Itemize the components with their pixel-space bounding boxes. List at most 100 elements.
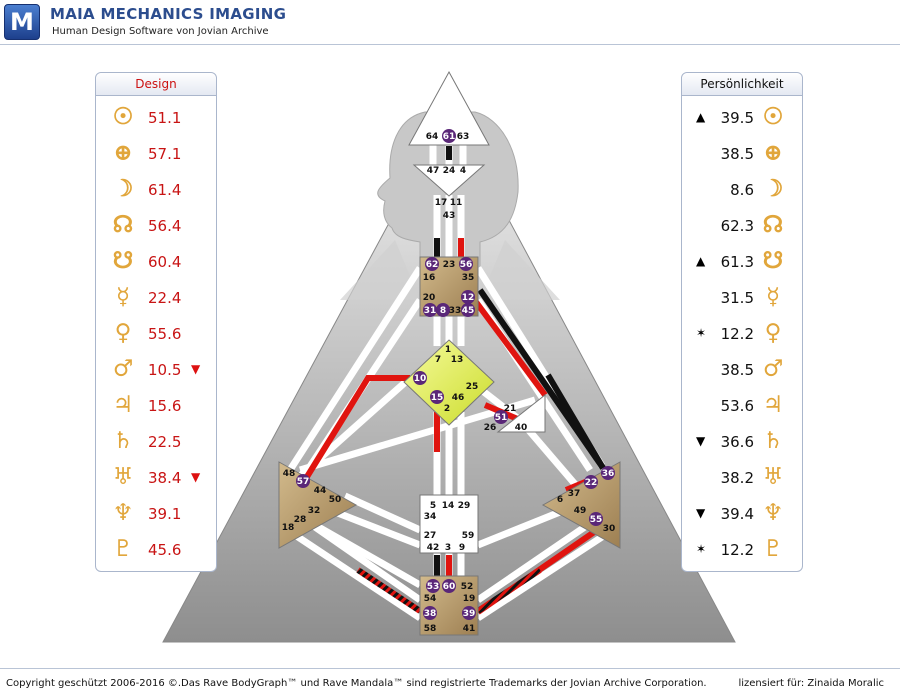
gate-64: 64: [426, 132, 439, 142]
personality-value: 38.2: [720, 469, 754, 487]
personality-value: 38.5: [720, 361, 754, 379]
gate-55-marker: [589, 512, 603, 526]
gate-8: 8: [440, 306, 446, 316]
gate-62-marker: [425, 257, 439, 271]
gate-55: 55: [590, 515, 603, 525]
design-value: 55.6: [148, 325, 182, 343]
head-center: [408, 70, 490, 146]
gate-27: 27: [424, 531, 437, 541]
design-row: ♂10.5▼: [96, 352, 216, 386]
design-row: ☊56.4: [96, 208, 216, 242]
gate-5: 5: [430, 501, 436, 511]
design-row: ♅38.4▼: [96, 460, 216, 494]
personality-row: ♅38.2: [682, 460, 802, 494]
personality-row: ☊ 62.3: [682, 208, 802, 242]
gate-42: 42: [427, 543, 440, 553]
personality-mark: ▲: [696, 110, 706, 124]
earth-icon: ⊕: [113, 139, 133, 166]
gate-15: 15: [431, 393, 444, 403]
gate-61-marker: [442, 129, 456, 143]
gate-23: 23: [443, 260, 456, 270]
gate-34: 34: [424, 512, 437, 522]
gate-31: 31: [424, 306, 437, 316]
pluto-icon: ♇: [762, 535, 784, 562]
north-node-icon: ☊: [762, 211, 784, 238]
earth-icon: ⊕: [763, 139, 783, 166]
gate-45-marker: [461, 303, 475, 317]
gate-8-marker: [436, 303, 450, 317]
gate-60: 60: [443, 582, 456, 592]
gate-57-marker: [296, 474, 310, 488]
gate-38-marker: [423, 606, 437, 620]
gate-18: 18: [282, 523, 295, 533]
gate-3: 3: [445, 543, 451, 553]
gate-38: 38: [424, 609, 437, 619]
design-value: 39.1: [148, 505, 182, 523]
gate-45: 45: [462, 306, 475, 316]
gate-48: 48: [283, 469, 296, 479]
gate-50: 50: [329, 495, 342, 505]
gate-13: 13: [451, 355, 464, 365]
personality-value: 31.5: [720, 289, 754, 307]
saturn-icon: ♄: [762, 427, 784, 454]
footer-divider: [0, 668, 900, 669]
sacral-center: [419, 494, 479, 554]
gate-7: 7: [435, 355, 441, 365]
gate-1: 1: [445, 345, 451, 355]
gate-49: 49: [574, 506, 587, 516]
gate-16: 16: [423, 273, 436, 283]
personality-value: 8.6: [730, 181, 754, 199]
personality-row: ☽8.6: [682, 172, 802, 206]
gate-58: 58: [424, 624, 437, 634]
gate-60-marker: [442, 579, 456, 593]
personality-row: ♆39.4▼: [682, 496, 802, 530]
personality-row: ☉39.5▲: [682, 100, 802, 134]
gate-53-marker: [426, 579, 440, 593]
gate-54: 54: [424, 594, 437, 604]
gate-36-marker: [601, 466, 615, 480]
design-value: 61.4: [148, 181, 182, 199]
ajna-center: [412, 164, 486, 197]
design-panel-title: Design: [96, 73, 216, 96]
gate-29: 29: [458, 501, 471, 511]
personality-panel-title: Persönlichkeit: [682, 73, 802, 96]
striped-channel-right: [476, 567, 542, 614]
gate-59: 59: [462, 531, 475, 541]
neptune-icon: ♆: [112, 499, 134, 526]
south-node-icon: ☋: [112, 247, 134, 274]
design-panel: Design ☉51.1⊕57.1☽61.4☊56.4☋60.4☿22.4♀55…: [95, 72, 217, 572]
design-row: ♄22.5: [96, 424, 216, 458]
gate-11: 11: [450, 198, 463, 208]
gate-40: 40: [515, 423, 528, 433]
design-value: 45.6: [148, 541, 182, 559]
design-row: ☿22.4: [96, 280, 216, 314]
jupiter-icon: ♃: [762, 391, 784, 418]
gate-32: 32: [308, 506, 321, 516]
copyright-text: Copyright geschützt 2006-2016 ©.Das Rave…: [6, 678, 707, 689]
south-node-icon: ☋: [762, 247, 784, 274]
app-header: M MAIA MECHANICS IMAGING Human Design So…: [0, 0, 900, 45]
striped-channel-left: [356, 567, 422, 614]
gate-47: 47: [427, 166, 440, 176]
channels: [287, 145, 607, 621]
gate-56-marker: [459, 257, 473, 271]
gate-4: 4: [460, 166, 466, 176]
moon-icon: ☽: [112, 175, 134, 202]
mercury-icon: ☿: [765, 283, 781, 310]
gate-36: 36: [602, 469, 615, 479]
gate-24: 24: [443, 166, 456, 176]
design-mark: ▼: [191, 470, 201, 484]
gate-15-marker: [430, 390, 444, 404]
personality-mark: ▲: [696, 254, 706, 268]
gate-21: 21: [504, 404, 517, 414]
solar-plexus-center: [541, 461, 621, 549]
personality-value: 62.3: [720, 217, 754, 235]
design-value: 60.4: [148, 253, 182, 271]
personality-value: 61.3: [720, 253, 754, 271]
personality-row: ♇12.2✶: [682, 532, 802, 566]
gate-61: 61: [443, 132, 456, 142]
gate-63: 63: [457, 132, 470, 142]
app-title: MAIA MECHANICS IMAGING: [50, 5, 287, 23]
gate-25: 25: [466, 382, 479, 392]
